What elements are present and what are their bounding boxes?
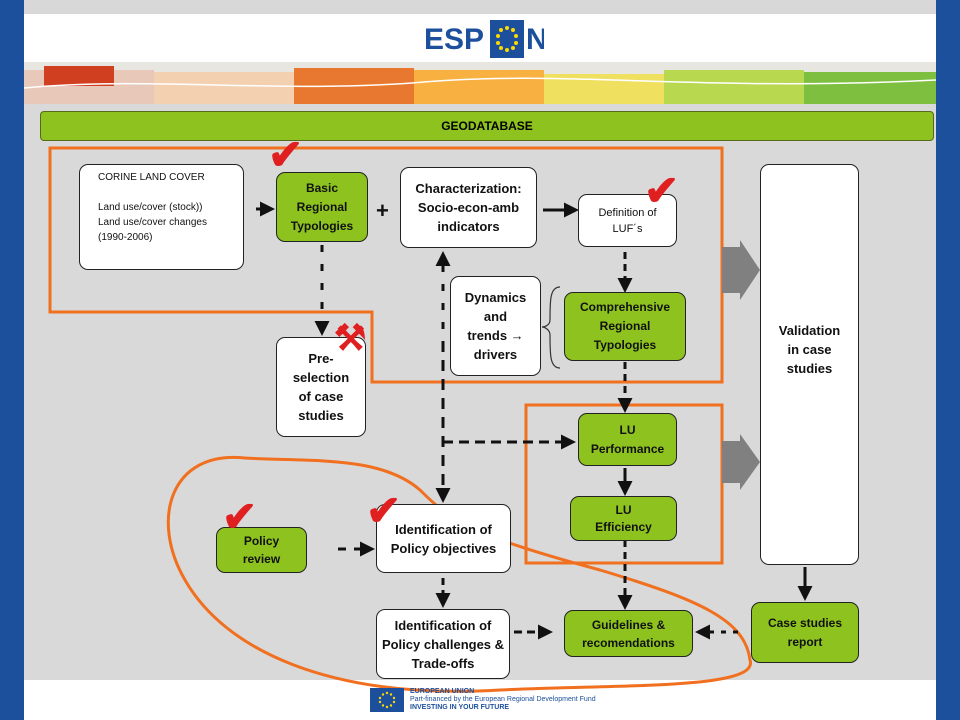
characterization-box: Characterization: Socio-econ-amb indicat… [400,167,537,248]
check-icon-definition: ✔ [644,167,680,214]
orange-policy-loop [166,455,752,693]
corine-title: CORINE LAND COVER [98,172,205,183]
corine-stock: Land use/cover (stock)) [98,202,203,213]
case-studies-report-box: Case studies report [751,602,859,663]
footer-bar [24,680,936,720]
eu-stars-icon [496,26,518,52]
check-icon-basic: ✔ [268,131,304,178]
policy-review-box: Policy review [216,527,307,573]
grey-arrow-lower [722,434,760,490]
eu-line3: INVESTING IN YOUR FUTURE [410,704,510,711]
grey-arrow-upper [722,240,760,300]
policy-challenges-box: Identification of Policy challenges & Tr… [376,609,510,679]
eu-line1: EUROPEAN UNION [410,688,475,695]
basic-regional-typologies-box: Basic Regional Typologies [276,172,368,242]
validation-box: Validation in case studies [760,164,859,565]
check-icon-policy-objectives: ✔ [366,487,402,534]
brace [541,286,561,369]
orange-region-typologies [48,146,724,384]
corine-land-cover-box: CORINE LAND COVER Land use/cover (stock)… [79,164,244,270]
check-icon-policy-review: ✔ [222,493,258,540]
top-strip [24,0,936,14]
policy-objectives-box: Identification of Policy objectives [376,504,511,573]
espon-logo: ESP N [424,16,548,62]
guidelines-box: Guidelines & recomendations [564,610,693,657]
map-banner [24,62,936,104]
definition-luf-box: Definition of LUF´s [578,194,677,247]
preselection-box: Pre- selection of case studies [276,337,366,437]
logo-text-start: ESP [424,23,484,56]
logo-text-end: N [526,23,544,56]
geodatabase-bar: GEODATABASE [40,111,934,141]
eu-flag-icon [370,688,404,712]
corine-changes: Land use/cover changes [98,217,207,228]
lu-efficiency-box: LU Efficiency [570,496,677,541]
comprehensive-typologies-box: Comprehensive Regional Typologies [564,292,686,361]
plus-sign: + [376,198,389,223]
tools-icon-preselection: ⚒ [334,317,367,358]
lu-performance-box: LU Performance [578,413,677,466]
dynamics-trends-box: Dynamics and trends → drivers [450,276,541,376]
eu-line2: Part-financed by the European Regional D… [410,696,596,703]
corine-period: (1990-2006) [98,232,153,243]
eu-funding-text: EUROPEAN UNION Part-financed by the Euro… [410,688,740,712]
header-bar [24,14,936,62]
